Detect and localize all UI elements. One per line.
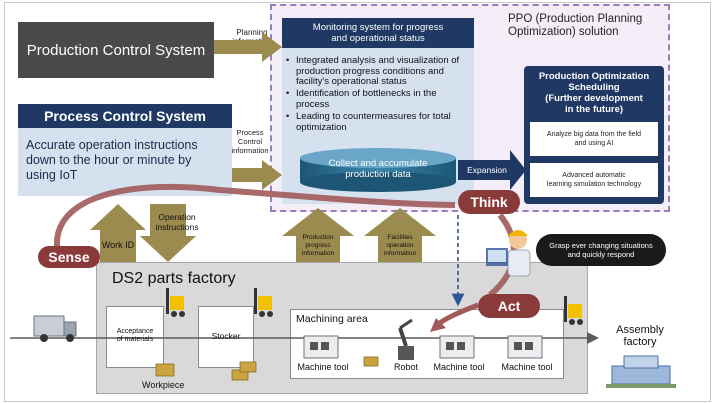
robot-label: Robot (393, 362, 419, 372)
stocker-label: Stocker (211, 331, 241, 341)
grasp-situations-bubble: Grasp ever changing situations and quick… (536, 234, 666, 266)
collect-production-data-label: Collect and accumulate production data (328, 158, 428, 180)
production-control-system-title: Production Control System (26, 41, 206, 59)
machine-tool-label-1: Machine tool (297, 362, 349, 372)
stocker-box (198, 306, 254, 368)
process-control-desc: Accurate operation instructions down to … (26, 138, 198, 182)
ppo-title: PPO (Production Planning Optimization) s… (508, 13, 643, 38)
monitoring-bullet-2: • Identification of bottlenecks in the p… (286, 88, 437, 110)
process-control-info-label: Process Control information (231, 128, 269, 155)
machine-tool-label-2: Machine tool (433, 362, 485, 372)
truck-icon (33, 315, 77, 342)
monitoring-system-title: Monitoring system for progress and opera… (282, 18, 474, 48)
act-badge: Act (478, 294, 540, 318)
production-progress-arrow (282, 208, 354, 262)
operation-instructions-label: Operation instructions (155, 212, 199, 232)
machining-area-label: Machining area (296, 313, 368, 325)
act-to-machining-curve (434, 302, 479, 328)
production-progress-label: Production progress information (301, 234, 335, 257)
operation-instructions-arrow (140, 204, 196, 262)
worker-person-icon (486, 230, 531, 277)
machine-tool-icon-3 (507, 335, 543, 359)
facilities-operation-arrow (364, 208, 436, 262)
collect-production-data-cylinder (300, 148, 456, 192)
outer-frame (4, 2, 711, 402)
work-id-arrow (90, 204, 146, 262)
planning-info-arrow (214, 32, 282, 62)
forklift-icon-machining (564, 296, 583, 325)
assembly-factory-building-icon (606, 355, 676, 388)
factory-title: DS2 parts factory (112, 270, 236, 287)
machine-tool-label-3: Machine tool (501, 362, 553, 372)
process-control-system-title: Process Control System (18, 104, 232, 128)
pos-item-advanced-simulation: Advanced automatic learning simulation t… (530, 163, 658, 197)
assembly-factory-label: Assembly factory (616, 324, 664, 348)
monitoring-bullet-1: • Integrated analysis and visualization … (286, 55, 460, 87)
sense-to-think-curve (54, 183, 456, 263)
pos-title: Production Optimization Scheduling (Furt… (538, 71, 650, 115)
machine-tool-icon-1 (303, 335, 339, 359)
monitoring-bullet-3: • Leading to countermeasures for total o… (286, 111, 451, 133)
think-badge: Think (458, 190, 520, 214)
production-control-system-box: Production Control System (18, 22, 214, 78)
sense-badge: Sense (38, 246, 100, 268)
stocker-boxes-icon (231, 361, 257, 381)
forklift-icon-stocker (254, 288, 273, 317)
machine-tool-icon-2 (439, 335, 475, 359)
facilities-operation-label: Facilities operation information (383, 234, 417, 257)
forklift-icon-acceptance (166, 288, 185, 317)
process-control-info-arrow (232, 160, 282, 190)
work-id-label: Work ID (101, 240, 135, 250)
pos-item-analyze-big-data: Analyze big data from the field and usin… (530, 122, 658, 156)
expansion-arrow (458, 150, 526, 190)
workpiece-box-icon (155, 363, 175, 377)
expansion-label: Expansion (467, 165, 507, 175)
acceptance-label: Acceptance of materials (116, 328, 154, 343)
robot-arm-icon (398, 318, 414, 360)
workpiece-small-icon (363, 356, 379, 367)
workpiece-label: Workpiece (142, 380, 185, 390)
acceptance-of-materials-box (106, 306, 164, 368)
